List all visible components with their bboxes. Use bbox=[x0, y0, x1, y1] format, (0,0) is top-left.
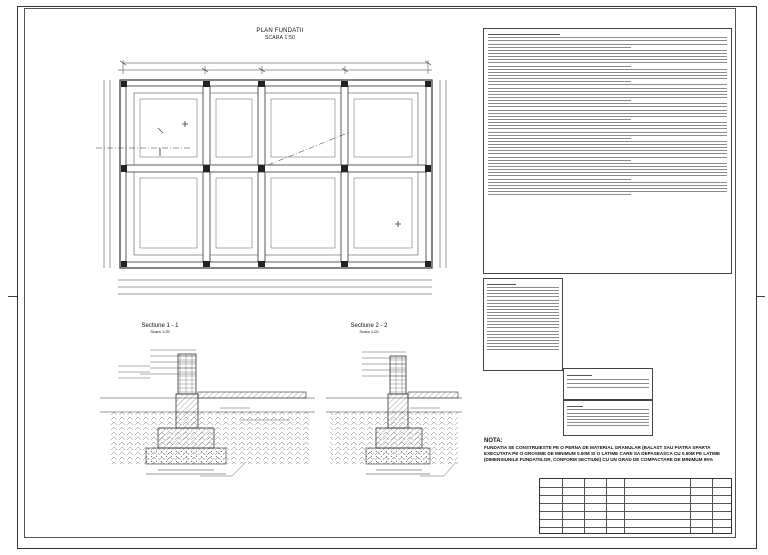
section-2-2-view bbox=[326, 351, 462, 477]
drawing-frame bbox=[24, 8, 736, 538]
frame-tick-left bbox=[8, 296, 17, 297]
secondary-notes-box bbox=[563, 400, 653, 436]
materials-box bbox=[483, 278, 563, 371]
section-2-title: Sectiune 2 - 2 bbox=[350, 323, 388, 329]
plan-title-block: PLAN FUNDATII SCARA 1:50 bbox=[232, 28, 328, 42]
plan-scale: SCARA 1:50 bbox=[264, 35, 296, 41]
drawing-sheet bbox=[17, 6, 757, 549]
plan-title: PLAN FUNDATII bbox=[256, 28, 304, 34]
title-block bbox=[539, 478, 732, 534]
frame-tick-right bbox=[757, 296, 765, 297]
section-2-scale: Scara 1:20 bbox=[359, 329, 379, 334]
plan-view bbox=[96, 60, 447, 295]
main-note: NOTA: FUNDATIA SE CONSTRUIESTE PE O PERN… bbox=[484, 438, 732, 463]
section-1-title-block: Sectiune 1 - 1 Scara 1:25 bbox=[125, 323, 195, 334]
main-note-heading: NOTA: bbox=[484, 438, 503, 444]
section-1-title: Sectiune 1 - 1 bbox=[141, 323, 179, 329]
section-2-title-block: Sectiune 2 - 2 Scara 1:20 bbox=[334, 323, 404, 334]
section-1-scale: Scara 1:25 bbox=[150, 329, 170, 334]
general-notes-box bbox=[483, 28, 732, 274]
levels-box bbox=[563, 368, 653, 400]
main-note-body: FUNDATIA SE CONSTRUIESTE PE O PERNA DE M… bbox=[484, 445, 721, 462]
section-1-1-view bbox=[100, 349, 315, 477]
